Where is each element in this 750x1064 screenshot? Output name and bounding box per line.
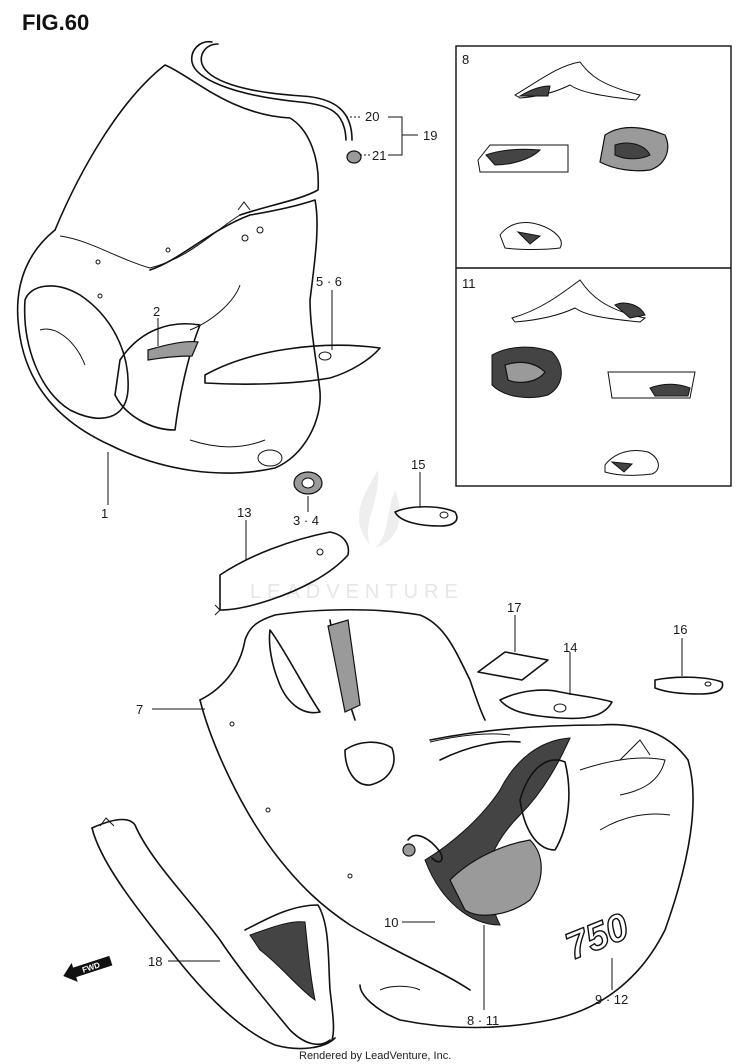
callout-2: 2 xyxy=(153,304,160,319)
inner-panel-part-14[interactable] xyxy=(499,689,613,720)
decal-inset-panel: 8 11 xyxy=(455,45,732,487)
small-panel-part-16[interactable] xyxy=(654,676,724,695)
inner-panel-part-5-6[interactable] xyxy=(204,344,381,385)
callout-19: 19 xyxy=(423,128,437,143)
upper-cowling-part-1[interactable] xyxy=(16,64,321,474)
footer-credit: Rendered by LeadVenture, Inc. xyxy=(299,1050,451,1062)
forward-arrow-icon: FWD xyxy=(63,955,113,982)
bracket-part-15[interactable] xyxy=(394,505,458,527)
decal-set-11[interactable] xyxy=(491,279,696,476)
callout-16: 16 xyxy=(673,622,687,637)
figure-title: FIG.60 xyxy=(22,10,89,35)
callout-20: 20 xyxy=(365,109,379,124)
decal-750-text: 750 xyxy=(560,906,635,969)
inner-cover-part-13[interactable] xyxy=(214,531,350,616)
callout-9-12: 9 · 12 xyxy=(595,992,628,1007)
watermark-text: LEADVENTURE xyxy=(250,581,464,603)
callout-18: 18 xyxy=(148,954,162,969)
inset-label-11: 11 xyxy=(462,276,476,291)
decal-set-8[interactable] xyxy=(477,61,669,250)
inset-label-8: 8 xyxy=(462,52,469,67)
under-cowl-part-18[interactable] xyxy=(91,817,336,1050)
pad-part-17[interactable] xyxy=(477,651,549,681)
callout-14: 14 xyxy=(563,640,577,655)
side-fairing-part-7[interactable] xyxy=(199,608,486,991)
callout-15: 15 xyxy=(411,457,425,472)
callout-7: 7 xyxy=(136,702,143,717)
decal-part-2[interactable] xyxy=(147,340,199,361)
grommet-part-3-4[interactable] xyxy=(293,471,323,495)
callout-labels: 20 21 19 1 2 5 · 6 3 · 4 15 13 17 14 16 … xyxy=(101,109,687,1028)
clip-near-part-10[interactable] xyxy=(402,834,443,863)
watermark: LEADVENTURE xyxy=(250,470,464,603)
fwd-label: FWD xyxy=(81,960,101,974)
callout-leaders xyxy=(107,116,683,1010)
windscreen-trim-part-20[interactable] xyxy=(190,40,353,141)
grommet-part-21[interactable] xyxy=(346,150,362,164)
callout-17: 17 xyxy=(507,600,521,615)
callout-8-11: 8 · 11 xyxy=(467,1013,499,1028)
callout-21: 21 xyxy=(372,148,386,163)
callout-13: 13 xyxy=(237,505,251,520)
callout-3-4: 3 · 4 xyxy=(293,513,319,528)
callout-10: 10 xyxy=(384,915,398,930)
callout-1: 1 xyxy=(101,506,108,521)
lower-fairing-part-10[interactable] xyxy=(359,723,694,1029)
callout-5-6: 5 · 6 xyxy=(316,274,342,289)
